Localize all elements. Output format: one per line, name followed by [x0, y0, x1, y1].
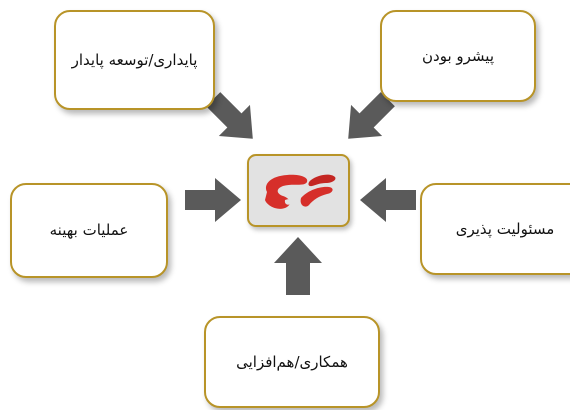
box-optimal-operations: عملیات بهینه	[10, 183, 168, 278]
center-logo-box	[247, 154, 350, 227]
arrow-top-left	[206, 92, 253, 139]
box-sustainability: پایداری/توسعه پایدار	[54, 10, 215, 110]
arrow-bottom	[274, 237, 322, 295]
box-responsibility: مسئولیت پذیری	[420, 183, 570, 275]
box-collaboration: همکاری/هم‌افزایی	[204, 316, 380, 408]
box-responsibility-label: مسئولیت پذیری	[455, 219, 555, 238]
arrow-top-right	[348, 92, 395, 139]
arrow-right	[360, 178, 416, 222]
red-blob-logo-icon	[265, 174, 336, 209]
box-collaboration-label: همکاری/هم‌افزایی	[236, 352, 348, 371]
box-sustainability-label: پایداری/توسعه پایدار	[71, 50, 198, 69]
box-optimal-operations-label: عملیات بهینه	[49, 221, 129, 239]
box-pioneering: پیشرو بودن	[380, 10, 536, 102]
box-pioneering-label: پیشرو بودن	[422, 46, 494, 65]
arrow-left	[185, 178, 241, 222]
